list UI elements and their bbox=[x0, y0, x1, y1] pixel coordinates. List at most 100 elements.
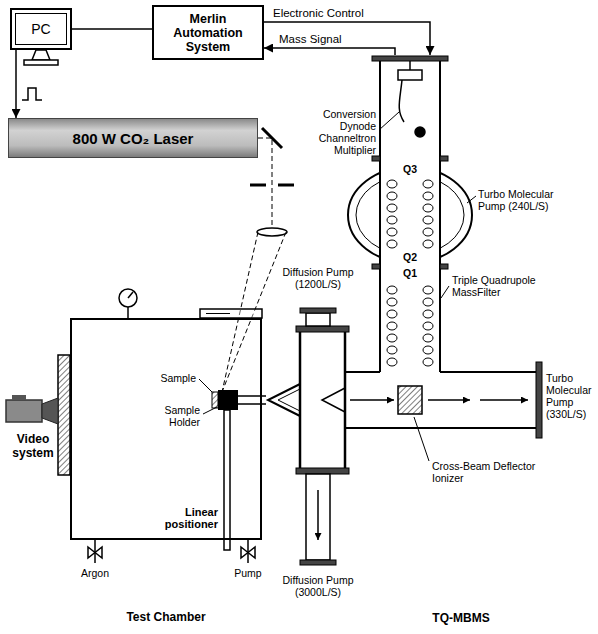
text-holder: Merlin Automation System bbox=[154, 7, 262, 58]
linear-rod bbox=[224, 410, 230, 550]
signal-line bbox=[264, 22, 430, 55]
quadrupole-rod bbox=[387, 286, 397, 294]
signal-line bbox=[72, 28, 152, 30]
vacuum-tube bbox=[372, 56, 448, 61]
part-caption: TQ-MBMS bbox=[396, 611, 526, 625]
part-label: Argon bbox=[70, 567, 120, 579]
diffusion-pump-port bbox=[317, 490, 319, 540]
part-label: Sample Holder bbox=[146, 404, 200, 428]
detector-assembly bbox=[398, 61, 425, 137]
monitor-stand bbox=[32, 50, 50, 60]
sample bbox=[212, 392, 218, 408]
quadrupole-rod bbox=[387, 358, 397, 366]
quadrupole-rod bbox=[423, 334, 433, 342]
sampling-cone bbox=[268, 384, 300, 416]
pressure-gauge bbox=[119, 289, 137, 318]
text-holder: 800 W CO₂ Laser bbox=[9, 119, 257, 157]
sample bbox=[212, 392, 218, 408]
pulse-symbol bbox=[22, 88, 42, 100]
gas-valve bbox=[88, 547, 102, 558]
quadrupole-rod bbox=[387, 216, 397, 224]
beam-arrow bbox=[350, 399, 528, 401]
leader-line bbox=[441, 286, 449, 298]
part-label: Cross-Beam Deflector Ionizer bbox=[432, 460, 536, 484]
signal-label: Electronic Control bbox=[272, 7, 365, 20]
part-label: Turbo Molecular Pump (330L/S) bbox=[546, 372, 596, 420]
signal-line bbox=[264, 48, 395, 55]
monitor-stand bbox=[24, 50, 58, 65]
stage-label: Q2 bbox=[396, 251, 424, 263]
camera-body bbox=[12, 395, 26, 400]
quadrupole-rod bbox=[387, 180, 397, 188]
text-holder: Video system bbox=[2, 432, 64, 460]
leader-line bbox=[199, 112, 476, 461]
part-caption: Test Chamber bbox=[72, 610, 260, 624]
stage-label: Q1 bbox=[396, 267, 424, 279]
pump-housing bbox=[296, 468, 349, 474]
vacuum-tube bbox=[536, 362, 542, 438]
beam-arrow bbox=[428, 399, 470, 401]
quadrupole-rod bbox=[387, 192, 397, 200]
quadrupole-rod bbox=[387, 298, 397, 306]
part-label: Conversion Dynode Channeltron Multiplier bbox=[296, 108, 376, 156]
sample-holder bbox=[218, 390, 238, 410]
laser-bar: 800 W CO₂ Laser bbox=[8, 118, 258, 158]
mirror bbox=[262, 128, 282, 148]
part-label: Diffusion Pump (3000L/S) bbox=[272, 574, 364, 598]
part-label: Sample bbox=[150, 372, 196, 384]
stage-label: Q3 bbox=[396, 163, 424, 175]
quadrupole-rod bbox=[423, 216, 433, 224]
pump-housing bbox=[296, 326, 349, 332]
quadrupole-rod bbox=[423, 298, 433, 306]
aperture bbox=[250, 184, 294, 187]
camera-icon bbox=[2, 392, 62, 428]
quadrupole-rod bbox=[423, 204, 433, 212]
detector-assembly bbox=[398, 70, 422, 80]
diffusion-pump-port bbox=[306, 313, 330, 326]
mass-spectrometer: TQ-MBMS bbox=[266, 55, 598, 633]
pump-housing bbox=[300, 330, 345, 470]
camera-lens bbox=[42, 398, 58, 424]
linear-rod bbox=[224, 410, 230, 550]
gas-valve bbox=[241, 547, 255, 558]
pulse-symbol bbox=[22, 88, 42, 100]
quadrupole-rod bbox=[423, 286, 433, 294]
quadrupole-rod bbox=[423, 228, 433, 236]
turbo-pump bbox=[348, 160, 472, 272]
view-window bbox=[58, 355, 70, 475]
focus-lens bbox=[257, 228, 287, 236]
node-text: 800 W CO₂ Laser bbox=[73, 130, 194, 147]
computer-box: PC bbox=[10, 8, 72, 50]
quadrupole-rod bbox=[387, 334, 397, 342]
diffusion-pump-port bbox=[306, 474, 330, 560]
vacuum-tube bbox=[372, 156, 380, 161]
vacuum-tube bbox=[380, 60, 440, 372]
quadrupole-rod bbox=[387, 228, 397, 236]
control-box: Merlin Automation System bbox=[152, 5, 264, 60]
beam-arrow bbox=[350, 399, 394, 401]
detector-assembly bbox=[409, 61, 411, 70]
lid-window bbox=[200, 309, 262, 318]
quadrupole-rod bbox=[387, 240, 397, 248]
diffusion-pump-port bbox=[300, 560, 336, 565]
sampling-cone bbox=[268, 384, 300, 416]
diffusion-pump-port bbox=[300, 308, 336, 565]
pressure-gauge bbox=[119, 289, 137, 307]
quadrupole-rod bbox=[423, 346, 433, 354]
vacuum-tube bbox=[372, 264, 380, 269]
mirror bbox=[262, 128, 282, 148]
turbo-pump bbox=[381, 160, 439, 272]
detector-assembly bbox=[415, 127, 425, 137]
quadrupole-rod bbox=[387, 310, 397, 318]
beam-arrow bbox=[480, 399, 528, 401]
part-label: Linear positioner bbox=[140, 506, 218, 530]
leader-line bbox=[199, 379, 212, 392]
pump-housing bbox=[296, 326, 349, 474]
quadrupole-rod bbox=[423, 358, 433, 366]
node-text: Video system bbox=[2, 432, 64, 460]
laser-beam bbox=[222, 138, 286, 392]
text-holder: Test Chamber bbox=[72, 610, 260, 624]
lid-window bbox=[200, 309, 262, 318]
signal-line bbox=[15, 50, 17, 118]
pressure-gauge bbox=[128, 292, 133, 298]
